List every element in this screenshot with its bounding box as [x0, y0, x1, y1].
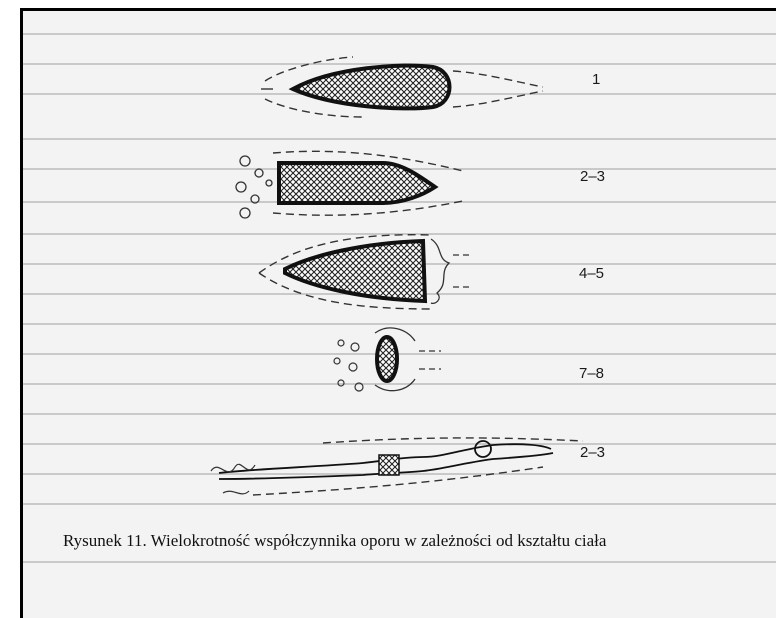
- drag-coefficient-label-swimmer: 2–3: [580, 444, 605, 461]
- drag-coefficient-label-disc: 7–8: [579, 365, 604, 382]
- blunt-front-shape: [259, 235, 473, 309]
- scanned-book-page: 1 2–3 4–5 7–8 2–3 Rysunek 11. Wielokrotn…: [20, 8, 776, 618]
- blunt-rear-shape: [236, 151, 463, 218]
- drag-shapes-figure: [23, 11, 776, 618]
- figure-caption: Rysunek 11. Wielokrotność współczynnika …: [63, 531, 606, 551]
- drag-coefficient-label-blunt-rear: 2–3: [580, 168, 605, 185]
- teardrop-shape: [261, 57, 543, 117]
- drag-coefficient-label-teardrop: 1: [592, 71, 600, 88]
- disc-shape: [334, 328, 441, 391]
- drag-coefficient-label-blunt-front: 4–5: [579, 265, 604, 282]
- swimmer-shape: [211, 438, 583, 495]
